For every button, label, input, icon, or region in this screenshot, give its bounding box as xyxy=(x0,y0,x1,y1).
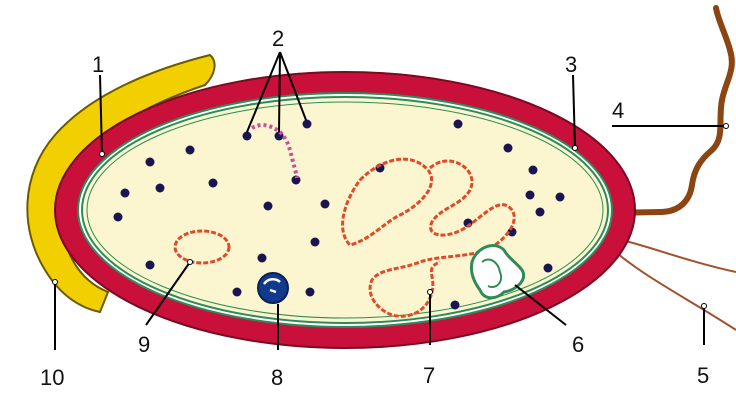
leader-2b xyxy=(279,52,280,132)
ribosome xyxy=(209,179,218,188)
ribosome xyxy=(526,191,535,200)
label-4: 4 xyxy=(612,98,624,123)
leader-dot xyxy=(100,152,105,157)
leader-dot xyxy=(724,124,729,129)
label-5: 5 xyxy=(697,363,709,388)
ribosome xyxy=(311,238,320,247)
ribosome xyxy=(321,200,330,209)
ribosome xyxy=(536,208,545,217)
label-1: 1 xyxy=(92,52,104,77)
ribosome xyxy=(454,120,463,129)
ribosome xyxy=(306,288,315,297)
label-3: 3 xyxy=(565,52,577,77)
leader-dot xyxy=(188,260,193,265)
ribosome xyxy=(146,158,155,167)
label-9: 9 xyxy=(138,332,150,357)
ribosome xyxy=(156,184,165,193)
ribosome xyxy=(186,146,195,155)
label-7: 7 xyxy=(423,363,435,388)
leader-dot xyxy=(702,304,707,309)
storage-granule xyxy=(258,273,288,303)
label-8: 8 xyxy=(271,365,283,390)
pilus xyxy=(618,254,736,330)
label-2: 2 xyxy=(272,26,284,51)
ribosome xyxy=(258,254,267,263)
label-10: 10 xyxy=(40,365,64,390)
ribosome xyxy=(303,120,312,129)
ribosome xyxy=(556,193,565,202)
ribosome xyxy=(233,288,242,297)
leader-dot xyxy=(428,290,433,295)
ribosome xyxy=(114,213,123,222)
leader-dot xyxy=(53,280,58,285)
ribosome xyxy=(146,261,155,270)
ribosome xyxy=(544,264,553,273)
label-6: 6 xyxy=(572,332,584,357)
ribosome xyxy=(451,301,460,310)
ribosome xyxy=(529,166,538,175)
pilus xyxy=(622,240,736,272)
ribosome xyxy=(121,189,130,198)
leader-dot xyxy=(573,146,578,151)
ribosome xyxy=(264,202,273,211)
ribosome xyxy=(243,132,252,141)
ribosome xyxy=(504,144,513,153)
